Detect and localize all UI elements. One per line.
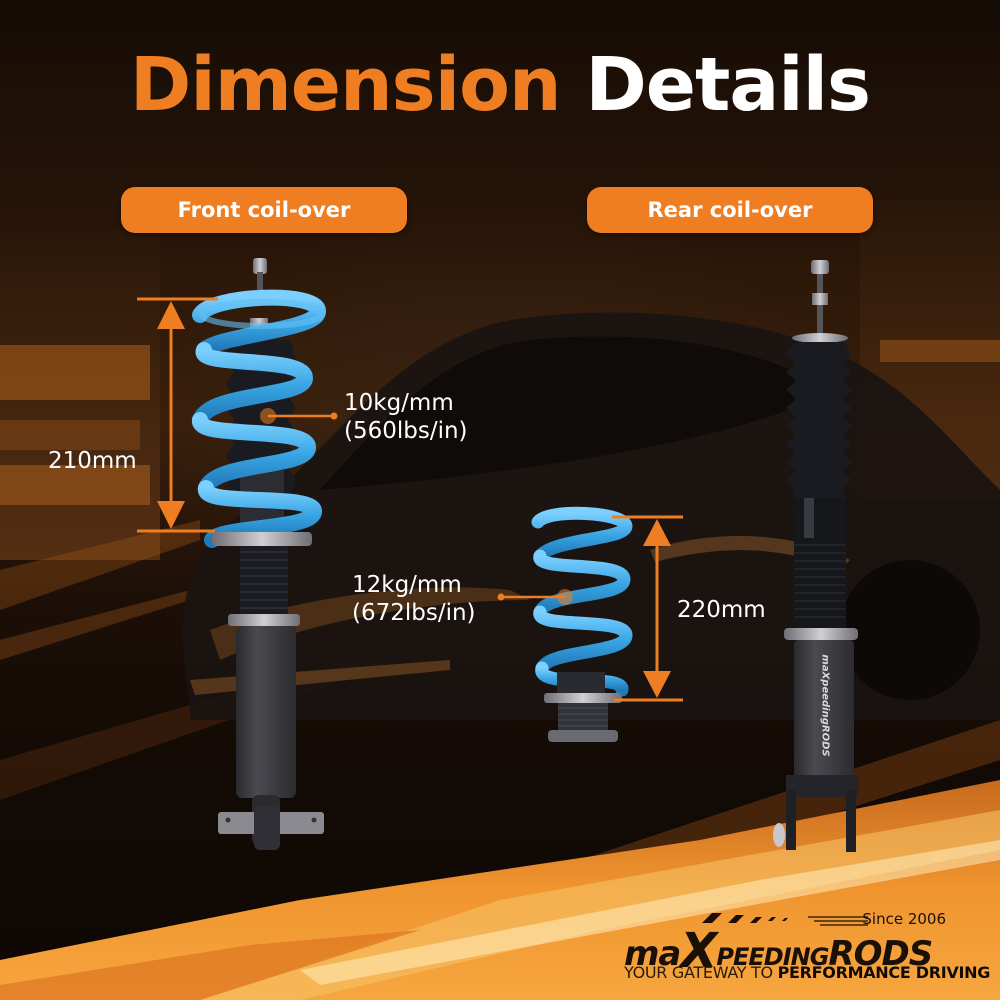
rear-spring-rate-kg: 12kg/mm: [352, 572, 462, 598]
brand-name-suffix: RODS: [828, 934, 933, 974]
speed-lines-icon: [808, 916, 868, 926]
front-coilover-label: Front coil-over: [121, 187, 407, 233]
brand-name: maXPEEDINGRODS: [624, 921, 933, 979]
page-title: Dimension Details: [0, 48, 1000, 122]
rear-spring-height: 220mm: [677, 597, 766, 623]
rear-spring-rate-lbs: (672lbs/in): [352, 599, 476, 626]
rear-shock-body-logo: maXpeedingRODS: [819, 654, 831, 757]
title-word-details: Details: [585, 42, 871, 128]
tagline-light: YOUR GATEWAY TO: [624, 963, 778, 982]
brand-name-x: X: [680, 923, 717, 979]
brand-tagline: YOUR GATEWAY TO PERFORMANCE DRIVING: [624, 963, 990, 982]
front-spring-rate-lbs: (560lbs/in): [344, 417, 468, 444]
front-spring-rate-kg: 10kg/mm: [344, 390, 454, 416]
checkered-flag-icon: [702, 913, 788, 923]
title-word-dimension: Dimension: [129, 42, 562, 128]
rear-spring-rate: 12kg/mm (672lbs/in): [352, 572, 476, 627]
brand-name-prefix: ma: [624, 934, 681, 974]
rear-coilover-label: Rear coil-over: [587, 187, 873, 233]
brand-name-mid: PEEDING: [716, 943, 829, 971]
front-spring-rate: 10kg/mm (560lbs/in): [344, 390, 468, 445]
front-spring-height: 210mm: [48, 448, 137, 474]
brand-logo: Since 2006 maXPEEDINGRODS YOUR GATEWAY T…: [620, 905, 990, 985]
brand-since: Since 2006: [862, 910, 946, 928]
tagline-bold: PERFORMANCE DRIVING: [777, 963, 991, 982]
car-silhouette-background: [182, 312, 1000, 720]
